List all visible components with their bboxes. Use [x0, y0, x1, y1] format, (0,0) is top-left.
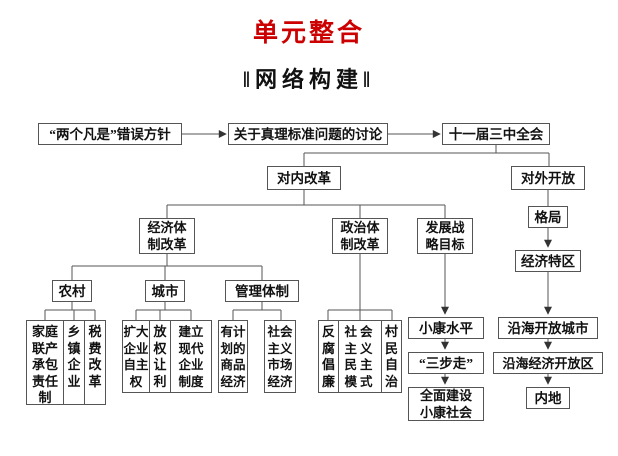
- node-truth-criterion-discussion: 关于真理标准问题的讨论: [228, 123, 388, 145]
- node-township-enterprises: 乡 镇 企 业: [63, 320, 85, 405]
- node-socialist-democracy-model: 社会 主义 民主 模式: [338, 320, 382, 393]
- group-urban-children: 扩大 企业 自主 权 放 权 让 利 建立 现代 企业 制度: [122, 320, 212, 393]
- node-two-whatevers: “两个凡是”错误方针: [38, 123, 182, 145]
- node-coastal-open-cities: 沿海开放城市: [498, 317, 598, 339]
- node-anti-corruption: 反 腐 倡 廉: [318, 320, 339, 393]
- node-three-steps: “三步走”: [408, 352, 484, 374]
- node-opening-up: 对外开放: [511, 166, 585, 190]
- node-coastal-economic-open-zones: 沿海经济开放区: [493, 352, 603, 374]
- node-delegate-power-profit: 放 权 让 利: [149, 320, 171, 393]
- node-build-xiaokang-society: 全面建设 小康社会: [408, 387, 484, 421]
- node-expand-enterprise-autonomy: 扩大 企业 自主 权: [122, 320, 150, 393]
- node-planned-commodity-economy: 有计 划的 商品 经济: [218, 320, 248, 393]
- node-tax-fee-reform: 税 费 改 革: [84, 320, 106, 405]
- node-special-economic-zone: 经济特区: [515, 250, 581, 272]
- node-development-strategy: 发展战 略目标: [417, 218, 473, 254]
- node-political-system-reform: 政治体 制改革: [332, 218, 388, 254]
- node-inland: 内地: [526, 387, 570, 409]
- group-rural-children: 家庭 联产 承包 责任 制 乡 镇 企 业 税 费 改 革: [26, 320, 106, 405]
- node-third-plenum: 十一届三中全会: [442, 123, 550, 145]
- node-rural: 农村: [52, 280, 92, 302]
- node-urban: 城市: [145, 280, 185, 302]
- section-heading-network-construction: ‖网络构建‖: [242, 67, 376, 92]
- node-household-responsibility-system: 家庭 联产 承包 责任 制: [26, 320, 64, 405]
- node-management-system: 管理体制: [225, 280, 299, 302]
- page-title: 单元整合: [252, 20, 365, 47]
- node-villager-autonomy: 村 民 自 治: [381, 320, 402, 393]
- node-pattern: 格局: [528, 206, 568, 228]
- node-xiaokang-level: 小康水平: [408, 317, 484, 339]
- node-socialist-market-economy: 社会 主义 市场 经济: [264, 320, 296, 393]
- node-internal-reform: 对内改革: [267, 166, 341, 190]
- group-political-children: 反 腐 倡 廉 社会 主义 民主 模式 村 民 自 治: [318, 320, 402, 393]
- node-economic-system-reform: 经济体 制改革: [139, 218, 195, 254]
- node-modern-enterprise-system: 建立 现代 企业 制度: [170, 320, 212, 393]
